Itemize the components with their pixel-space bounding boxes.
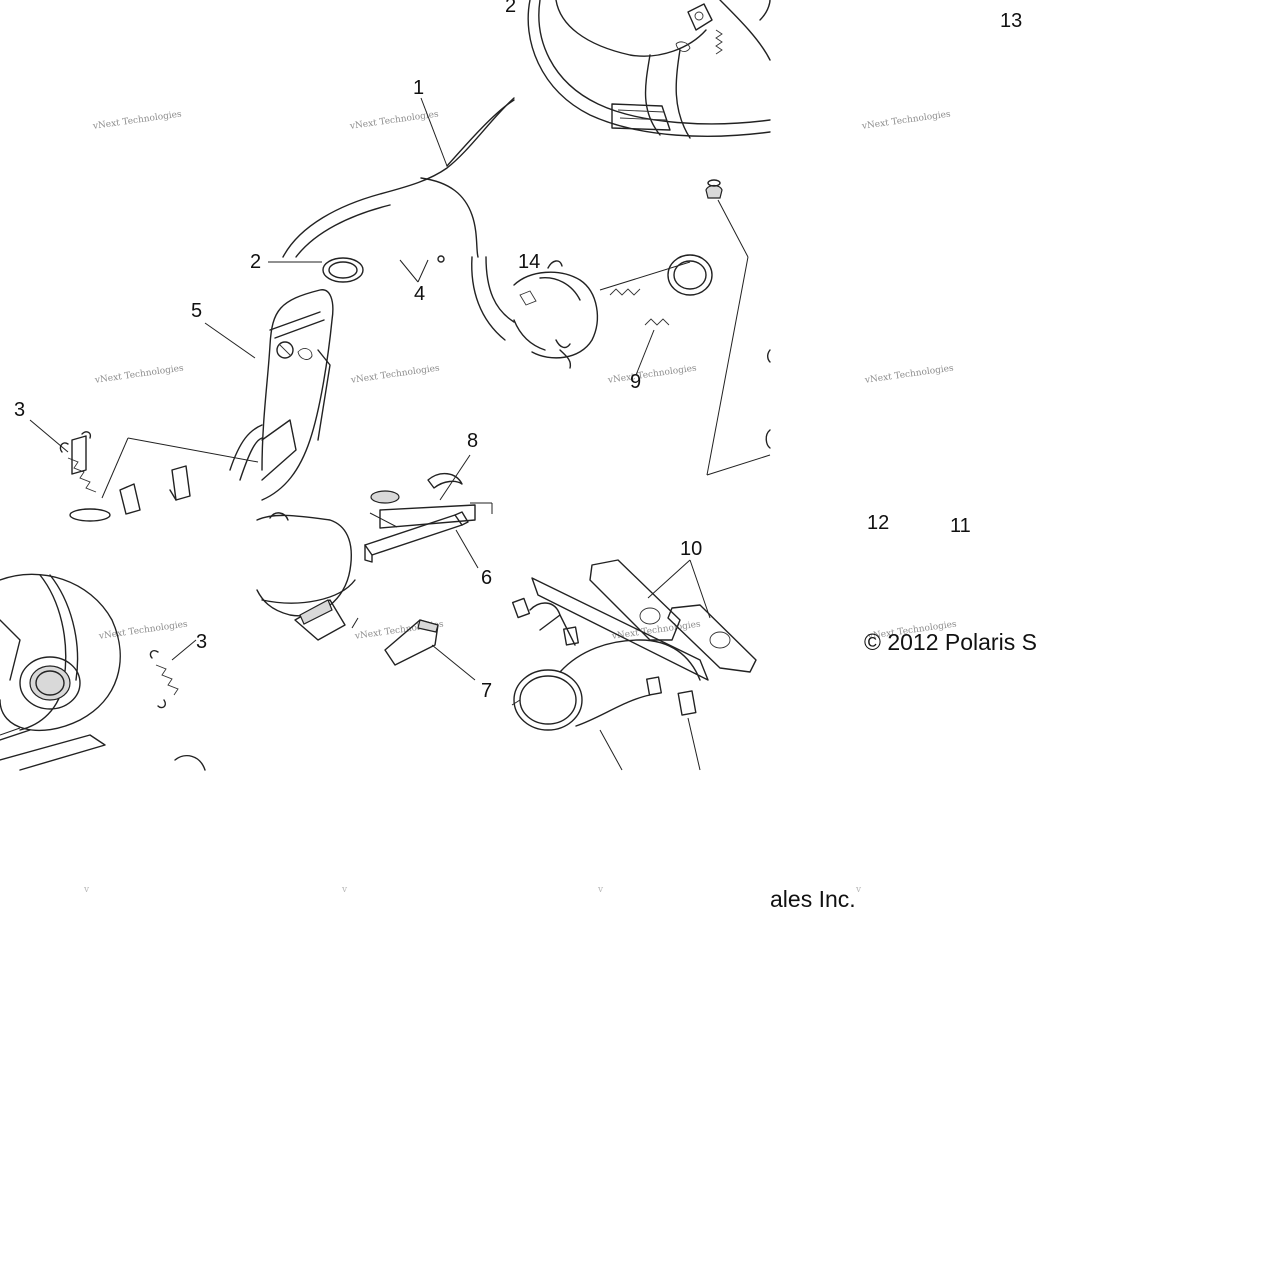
copyright-line-2: ales Inc. [770,886,856,912]
part-label-7: 7 [481,680,492,702]
copyright-notice: © 2012 Polaris S ales Inc. [770,629,1037,912]
part-label-12: 12 [867,512,889,534]
watermark: vNext Technologies [93,363,184,386]
watermark-layer: vNext Technologies vNext Technologies vN… [83,109,958,895]
watermark: vNext Technologies [860,109,951,132]
resonator-section [256,512,359,641]
part-label-9: 9 [630,371,641,393]
part-label-11: 11 [950,515,971,537]
part-label-5: 5 [191,300,202,322]
part-label-14: 14 [518,251,540,273]
silencer-can [0,573,206,771]
part-label-2: 2 [505,0,516,17]
leader-part-4 [399,255,515,341]
bracket-part-7 [384,619,476,681]
clamp-part-8 [369,454,493,529]
watermark: vNext Technologies [97,619,188,642]
part-label-3: 3 [196,631,207,653]
watermark: vNext Technologies [863,363,954,386]
springs-part-9 [599,254,771,476]
grommet-part-13 [705,179,749,258]
watermark: vNext Technologies [91,109,182,132]
part-label-1: 1 [413,77,424,99]
coupler-part-14 [513,260,599,369]
exhaust-manifold-part-12 [511,577,709,771]
part-label-10: 10 [680,538,702,560]
watermark-fragment: v [341,885,348,895]
watermark-fragment: v [855,885,862,895]
bracket-part-6 [364,511,479,569]
springs-part-3-lower [149,639,197,709]
copyright-line-1: © 2012 Polaris S [864,629,1037,655]
part-label-3: 3 [14,399,25,421]
part-label-6: 6 [481,567,492,589]
muffler-bowl [527,0,771,139]
part-labels: 1 2 2 3 3 4 5 6 7 8 9 10 11 12 13 14 [14,0,1022,702]
watermark: vNext Technologies [349,363,440,386]
watermark-fragment: v [597,885,604,895]
part-label-4: 4 [414,283,425,305]
part-label-8: 8 [467,430,478,452]
part-label-2: 2 [250,251,261,273]
gaskets-part-10 [589,559,757,673]
watermark: vNext Technologies [348,109,439,132]
muffler-upper-section [282,97,515,258]
gasket-ring-part-2 [268,257,364,283]
bolts-group [69,437,259,522]
watermark: vNext Technologies [606,363,697,386]
heat-shield-part-5 [204,289,334,501]
springs-part-3-left [29,419,97,493]
watermark-fragment: v [83,885,90,895]
part-label-13: 13 [1000,10,1022,32]
